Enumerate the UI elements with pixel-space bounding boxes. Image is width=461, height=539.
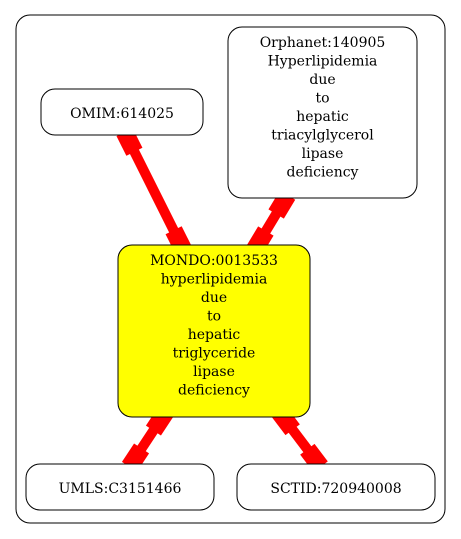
node-umls[interactable]: UMLS:C3151466: [25, 463, 215, 511]
node-label-line: SCTID:720940008: [270, 481, 401, 497]
node-omim[interactable]: OMIM:614025: [40, 88, 204, 136]
node-label-line: Hyperlipidemia: [268, 54, 378, 70]
node-mondo[interactable]: MONDO:0013533 hyperlipidemia due to hepatic t…: [117, 244, 311, 418]
node-label-line: triglyceride: [173, 346, 256, 362]
node-label-line: deficiency: [178, 383, 250, 399]
node-box[interactable]: [236, 463, 436, 511]
nodes-layer: OMIM:614025 Orphanet:140905Hyperlipidemia…: [25, 26, 436, 511]
node-label-line: triacylglycerol: [271, 128, 374, 144]
node-label-line: OMIM:614025: [70, 106, 174, 122]
node-label-line: to: [315, 91, 329, 107]
node-label-line: lipase: [193, 364, 235, 380]
node-label-line: due: [309, 72, 335, 88]
node-label-line: hepatic: [188, 327, 241, 343]
node-sctid[interactable]: SCTID:720940008: [236, 463, 436, 511]
node-label-line: UMLS:C3151466: [59, 481, 182, 497]
node-label-line: lipase: [302, 146, 344, 162]
edge-line: [120, 130, 188, 252]
node-label-line: to: [207, 309, 221, 325]
node-box[interactable]: [40, 88, 204, 136]
node-box[interactable]: [117, 244, 311, 418]
node-label-line: hyperlipidemia: [161, 272, 268, 288]
node-label-line: deficiency: [287, 165, 359, 181]
node-label-line: due: [201, 290, 227, 306]
node-box[interactable]: [25, 463, 215, 511]
node-label-line: Orphanet:140905: [260, 35, 386, 51]
node-box[interactable]: [227, 26, 418, 199]
node-label-line: MONDO:0013533: [150, 253, 278, 269]
node-label-line: hepatic: [296, 109, 349, 125]
